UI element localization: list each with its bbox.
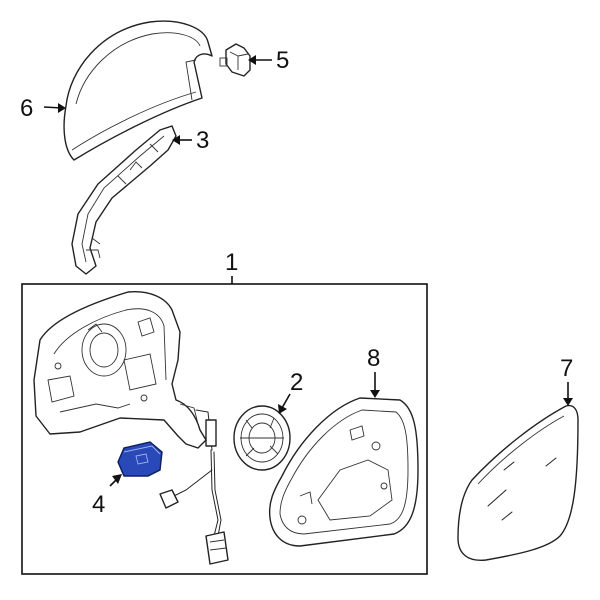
callout-4: 4 [92, 491, 105, 518]
mirror-glass[interactable] [457, 404, 579, 561]
mirror-housing[interactable] [33, 291, 207, 449]
leader-lines [43, 55, 573, 487]
callout-8: 8 [367, 345, 380, 372]
mirror-cover-cap[interactable] [63, 20, 213, 161]
callout-2: 2 [290, 369, 303, 396]
callout-5: 5 [276, 47, 289, 74]
callout-6: 6 [20, 95, 33, 122]
callout-1: 1 [225, 249, 238, 276]
turn-signal-lamp[interactable] [71, 125, 177, 275]
mirror-clip[interactable] [219, 43, 251, 77]
wiring-harness [159, 409, 229, 565]
mirror-control-module[interactable] [117, 441, 163, 477]
mirror-motor[interactable] [233, 405, 291, 471]
assembly-frame [21, 283, 428, 575]
callout-3: 3 [196, 127, 209, 154]
mirror-backing-plate[interactable] [268, 397, 419, 547]
callout-7: 7 [560, 355, 573, 382]
callout-labels: 6 5 3 1 2 8 7 4 [20, 47, 573, 518]
